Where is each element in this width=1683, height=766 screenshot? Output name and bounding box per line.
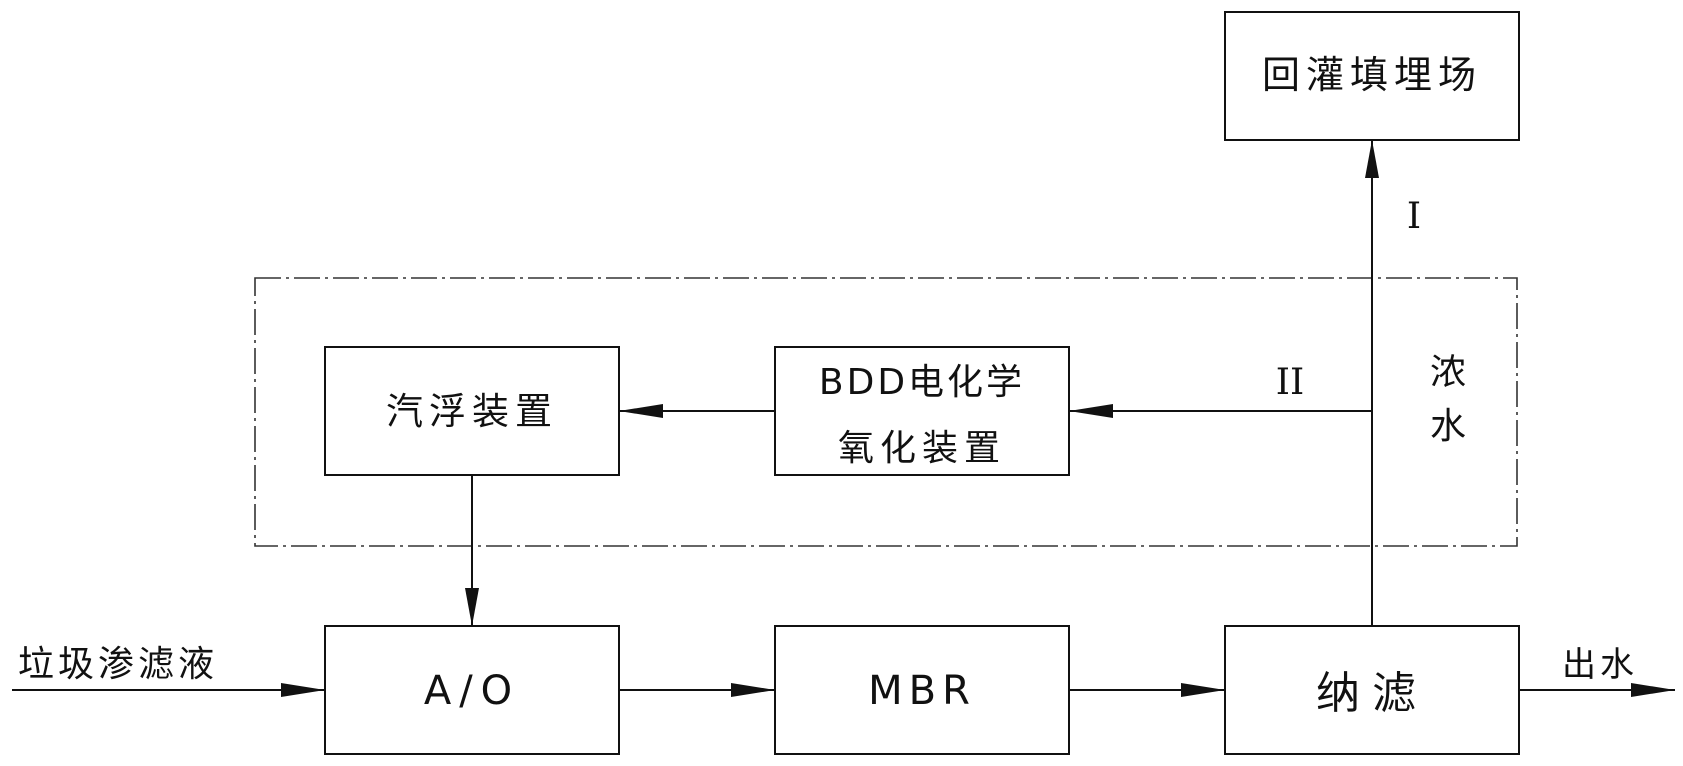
arrow-flotation-to-ao — [465, 588, 479, 626]
mbr-label: MBR — [868, 668, 976, 714]
concentrate-label-bottom: 水 — [1430, 406, 1466, 447]
arrow-into-flotation — [619, 404, 663, 418]
arrow-into-bdd — [1069, 404, 1113, 418]
ao-label: A/O — [424, 668, 520, 714]
route-two-label: II — [1276, 362, 1304, 403]
route-one-label: I — [1407, 196, 1421, 237]
nanofiltration-box — [1224, 625, 1520, 755]
nanofiltration-label: 纳滤 — [1316, 668, 1428, 719]
flotation-box — [324, 346, 620, 476]
bdd-label-line1: BDD电化学 — [819, 362, 1025, 403]
flotation-label: 汽浮装置 — [386, 390, 558, 433]
arrow-into-landfill — [1365, 140, 1379, 178]
arrow-into-mbr — [731, 683, 775, 697]
output-label: 出水 — [1562, 645, 1638, 685]
arrow-output — [1631, 683, 1675, 697]
arrow-into-ao — [281, 683, 325, 697]
arrow-into-nanofiltration — [1181, 683, 1225, 697]
landfill-label: 回灌填埋场 — [1262, 53, 1482, 97]
input-label: 垃圾渗滤液 — [18, 644, 218, 685]
treatment-region-dashed — [254, 277, 1518, 547]
concentrate-label-top: 浓 — [1430, 352, 1466, 393]
bdd-label-line2: 氧化装置 — [838, 428, 1006, 469]
